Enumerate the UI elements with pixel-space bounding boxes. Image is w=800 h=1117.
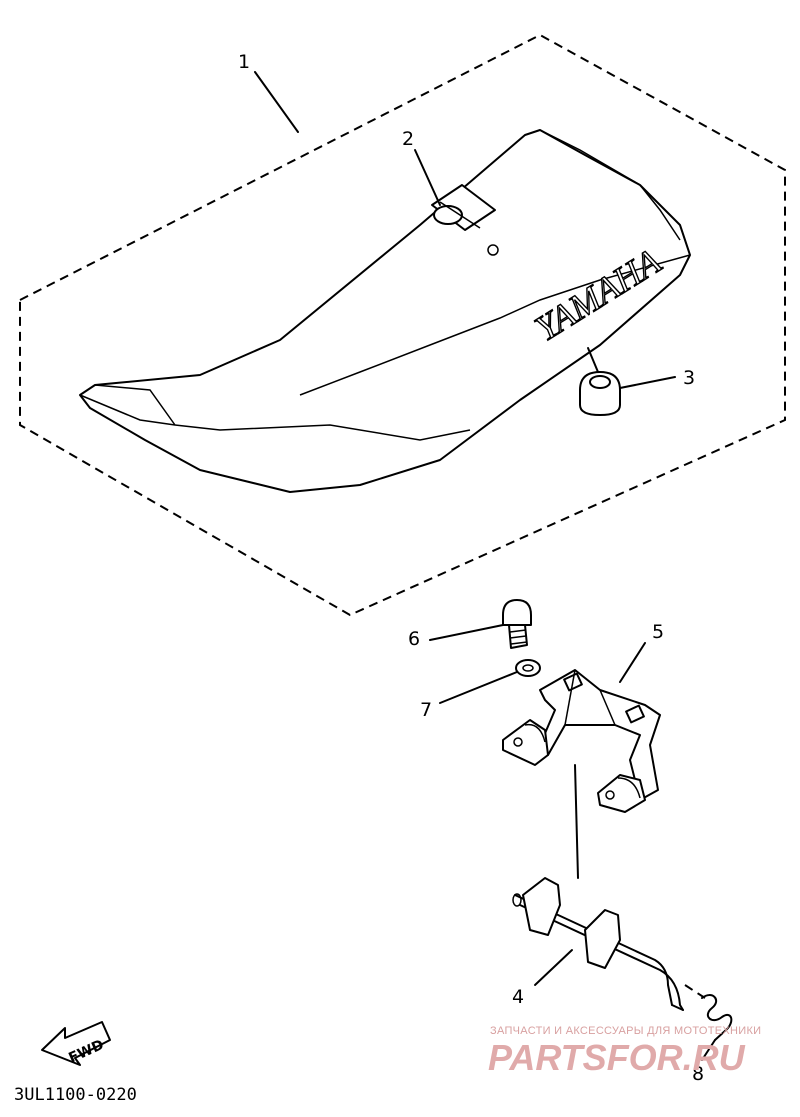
- seat-bracket: [502, 669, 661, 813]
- washer: [515, 659, 541, 677]
- callout-8: 8: [692, 1063, 704, 1085]
- callout-5: 5: [652, 621, 664, 643]
- assembly-line: [574, 764, 579, 879]
- leader-line-6: [429, 624, 504, 641]
- leader-line-3: [619, 376, 676, 389]
- leader-line-5: [619, 642, 646, 683]
- leader-line-1: [254, 71, 299, 133]
- callout-3: 3: [683, 367, 695, 389]
- diagram-code: 3UL1100-0220: [14, 1085, 137, 1105]
- leader-line-2: [414, 149, 441, 206]
- seat-hinge: [431, 184, 496, 231]
- seat-assembly-boundary: [19, 33, 786, 617]
- spring: [701, 994, 733, 1041]
- leader-line-7: [439, 671, 518, 704]
- watermark-tagline: ЗАПЧАСТИ И АКСЕССУАРЫ ДЛЯ МОТОТЕХНИКИ: [490, 1025, 761, 1037]
- fwd-arrow: [41, 1021, 111, 1066]
- spring-guide-line: [684, 984, 706, 999]
- callout-4: 4: [512, 986, 524, 1008]
- callout-7: 7: [420, 699, 432, 721]
- bolt: [502, 599, 532, 649]
- seat: YAMAHA: [79, 129, 691, 493]
- callout-2: 2: [402, 128, 414, 150]
- leader-line-8: [701, 1039, 716, 1061]
- callout-6: 6: [408, 628, 420, 650]
- callout-1: 1: [238, 51, 250, 73]
- seat-lock: [512, 877, 684, 1011]
- seat-damper: [579, 347, 621, 416]
- watermark-brand: PARTSFOR.RU: [488, 1037, 746, 1078]
- leader-line-4: [534, 949, 573, 986]
